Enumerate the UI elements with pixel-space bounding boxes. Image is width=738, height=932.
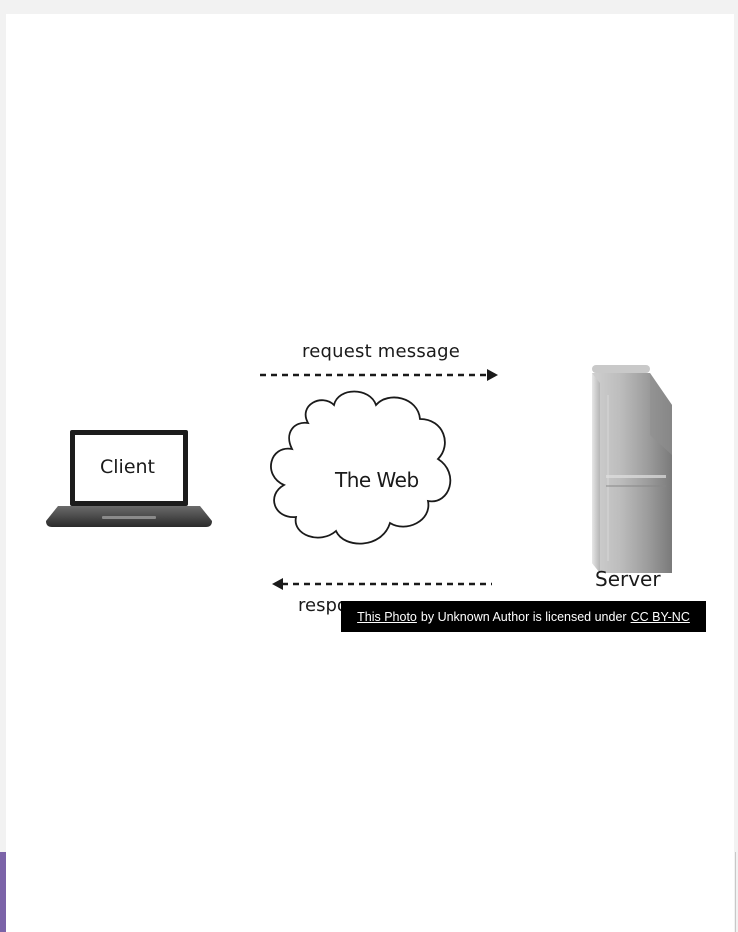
diagram-graphics	[46, 365, 672, 590]
client-server-diagram: request message response message Client …	[40, 335, 700, 635]
arrow-left-icon	[272, 578, 492, 590]
attribution-text: by Unknown Author is licensed under	[420, 609, 627, 624]
server-label: Server	[595, 567, 661, 591]
photo-link[interactable]: This Photo	[357, 609, 417, 624]
cloud-icon	[270, 390, 452, 545]
license-link[interactable]: CC BY-NC	[630, 609, 690, 624]
client-label: Client	[100, 456, 156, 478]
attribution-caption: This Photo by Unknown Author is licensed…	[341, 601, 706, 632]
right-divider	[735, 852, 736, 932]
arrow-right-icon	[260, 369, 498, 381]
the-web-label: The Web	[335, 468, 419, 492]
accent-bar	[0, 852, 6, 932]
laptop-icon	[46, 430, 212, 527]
server-tower-icon	[592, 365, 672, 573]
request-message-label: request message	[302, 341, 461, 362]
